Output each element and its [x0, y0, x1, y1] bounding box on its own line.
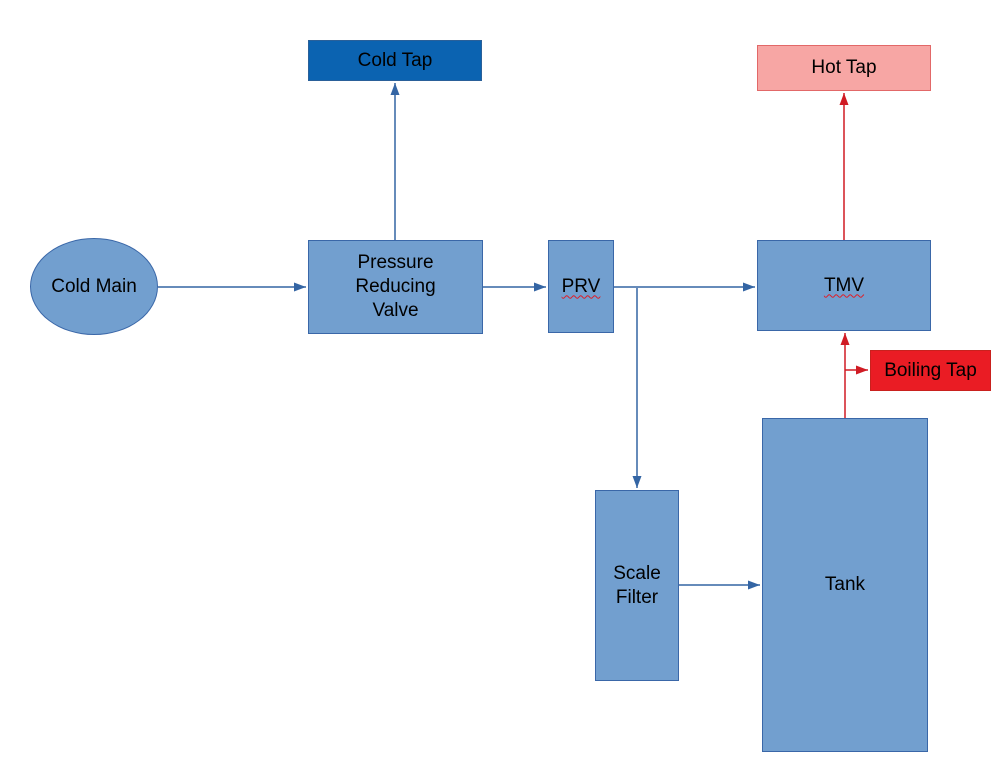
node-scale-filter: Scale Filter: [595, 490, 679, 681]
node-tmv: TMV: [757, 240, 931, 331]
node-hot-tap: Hot Tap: [757, 45, 931, 91]
node-cold-tap-label: Cold Tap: [357, 49, 433, 71]
node-tmv-label: TMV: [823, 274, 865, 296]
node-prv: PRV: [548, 240, 614, 333]
node-prv-label: PRV: [561, 275, 601, 297]
node-cold-main-label: Cold Main: [51, 275, 137, 297]
node-pressure-reducing-valve-label: Pressure Reducing Valve: [355, 252, 436, 321]
node-tank: Tank: [762, 418, 928, 752]
node-boiling-tap: Boiling Tap: [870, 350, 991, 391]
node-tank-label: Tank: [824, 574, 866, 596]
node-cold-main: Cold Main: [30, 238, 158, 335]
node-cold-tap: Cold Tap: [308, 40, 482, 81]
node-hot-tap-label: Hot Tap: [811, 57, 877, 79]
node-scale-filter-label: Scale Filter: [613, 562, 661, 608]
node-boiling-tap-label: Boiling Tap: [884, 359, 977, 381]
node-pressure-reducing-valve: Pressure Reducing Valve: [308, 240, 483, 334]
